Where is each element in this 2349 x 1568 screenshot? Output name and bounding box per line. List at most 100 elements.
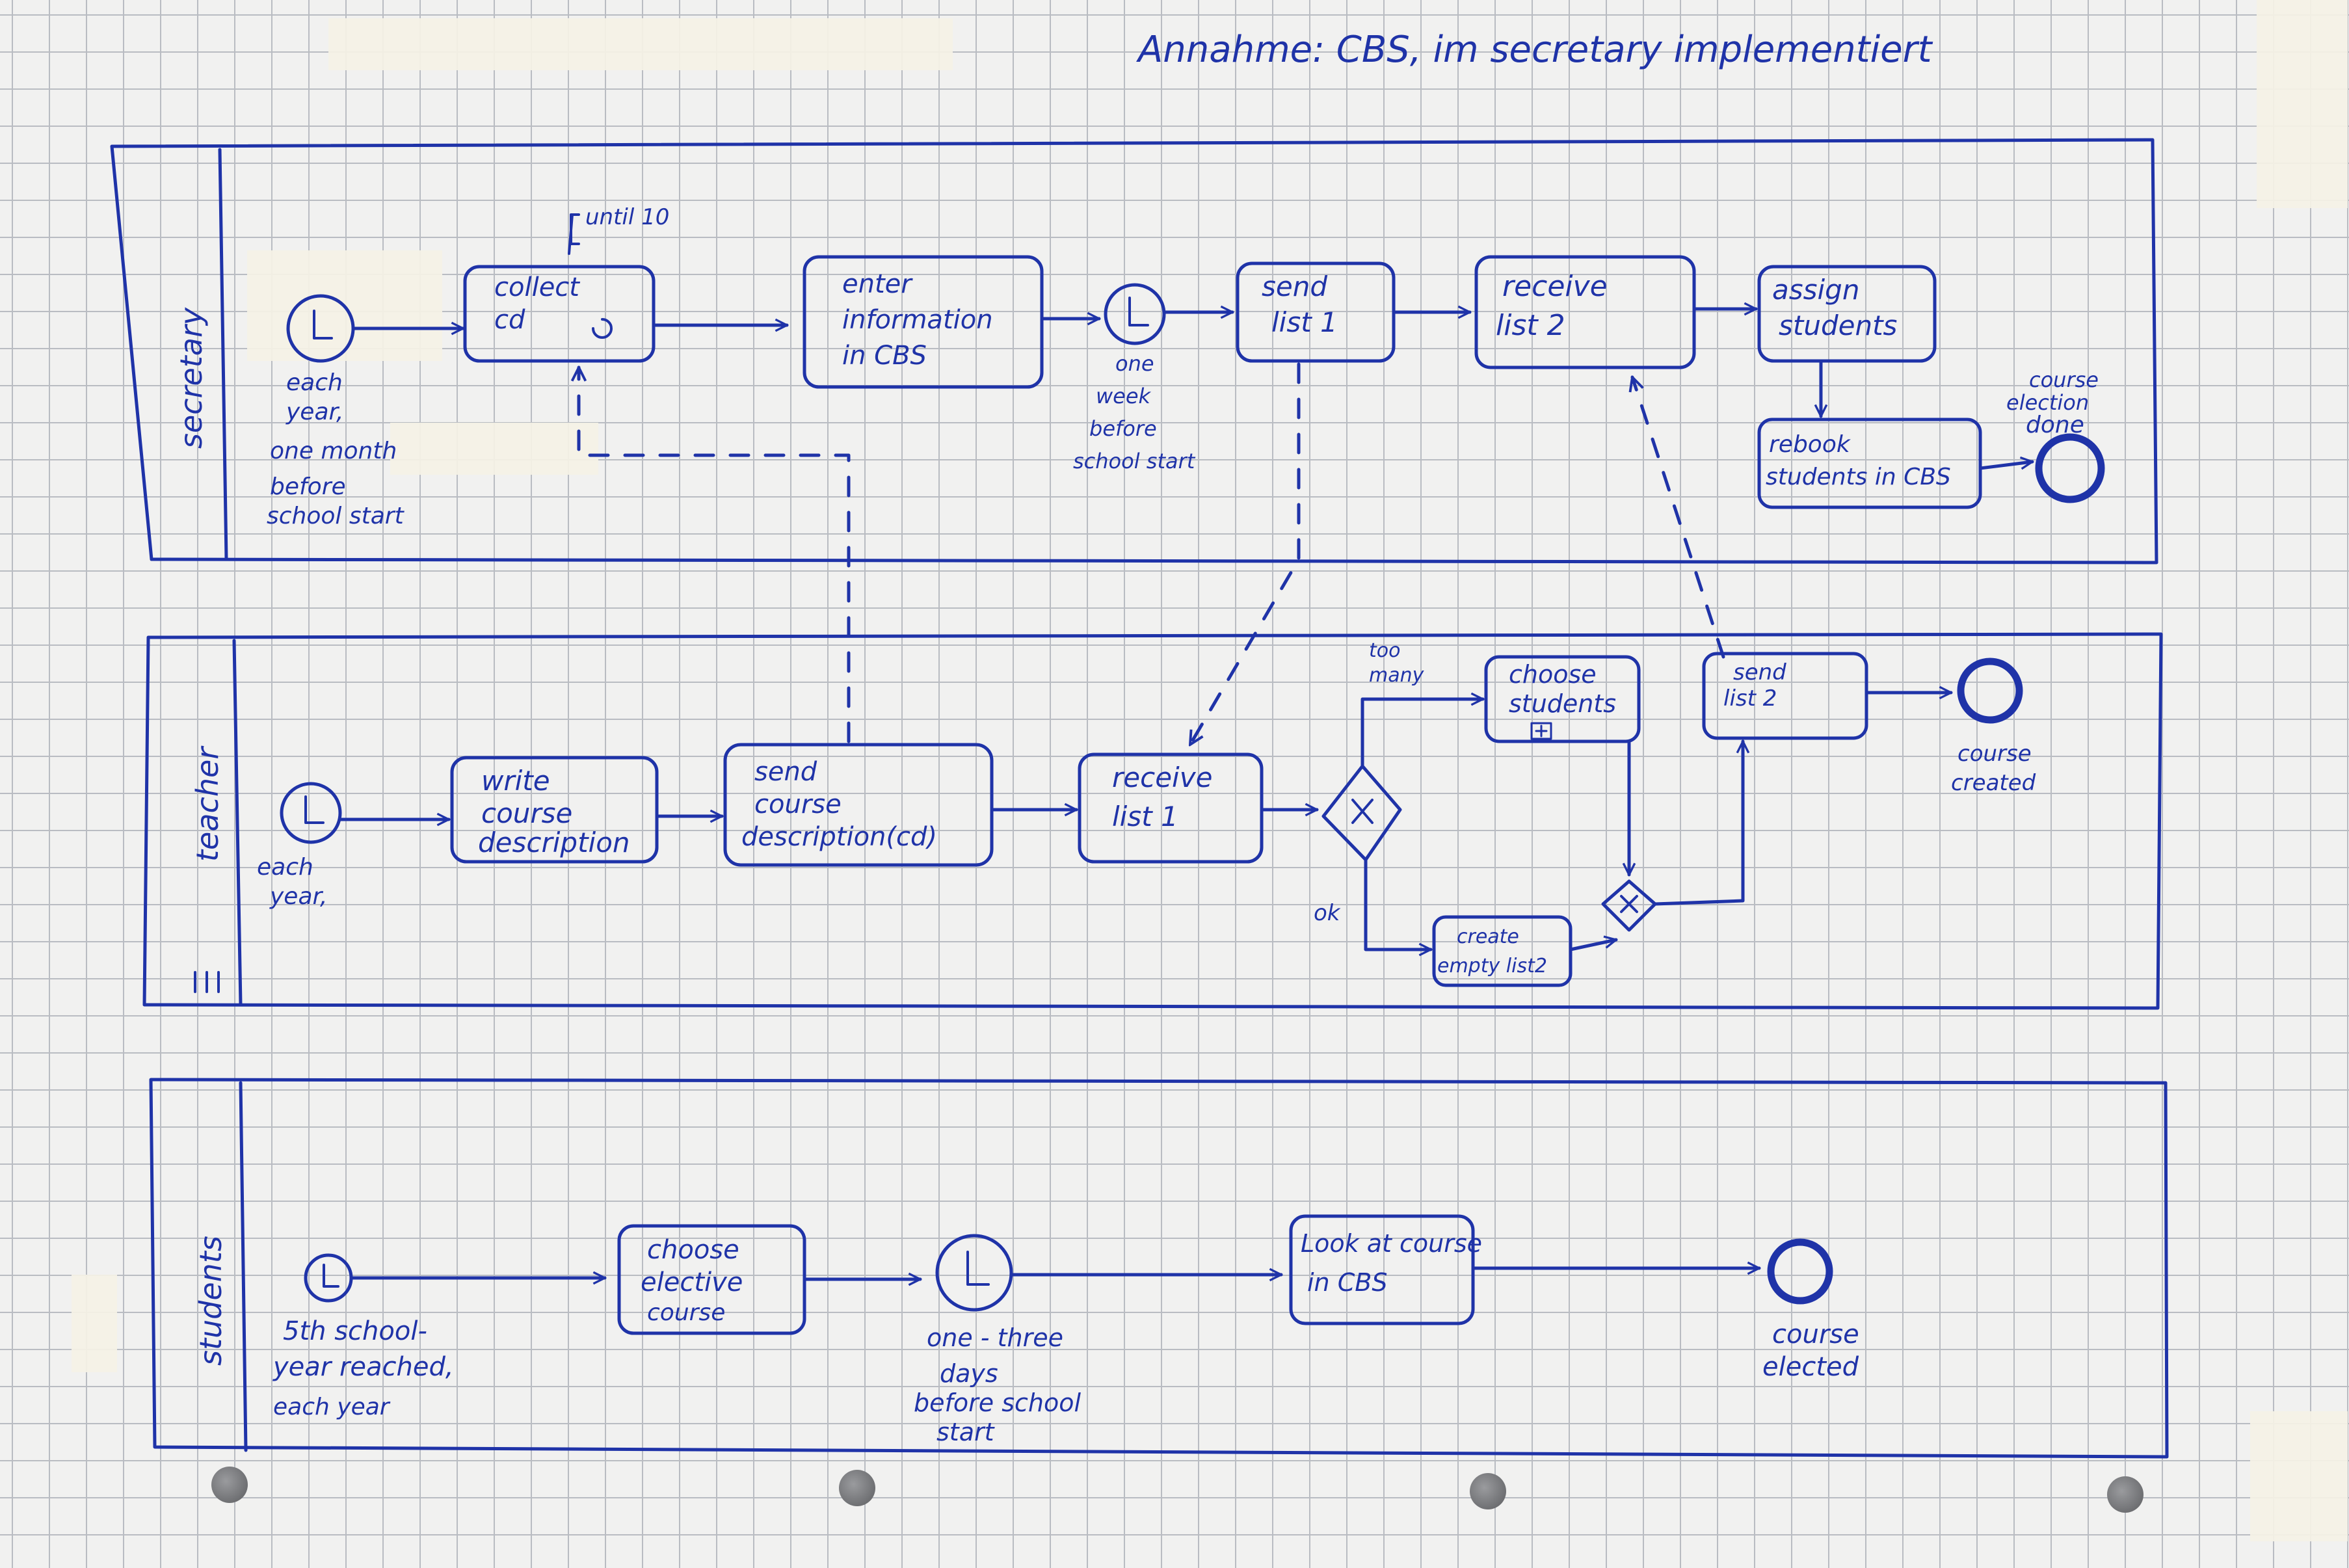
secretary-end-event[interactable]: [2035, 433, 2105, 503]
secretary-intermediate-timer-event[interactable]: [1104, 283, 1166, 345]
task-create-empty-list2[interactable]: create empty list2: [1432, 915, 1573, 987]
lane-label-teacher: teacher: [190, 745, 225, 862]
svg-text:year,: year,: [269, 883, 327, 910]
svg-text:5th school-: 5th school-: [283, 1316, 427, 1346]
svg-text:students in CBS: students in CBS: [1766, 464, 1951, 490]
svg-text:students: students: [1779, 310, 1897, 341]
exclusive-gateway-split[interactable]: [1321, 764, 1402, 862]
svg-text:each: each: [286, 369, 343, 396]
svg-text:until 10: until 10: [585, 204, 669, 230]
pool-secretary: [110, 138, 2158, 565]
flow-gateway-ok: [1364, 858, 1433, 950]
svg-text:assign: assign: [1772, 274, 1859, 306]
task-rebook-students-cbs[interactable]: rebook students in CBS: [1757, 418, 1982, 509]
task-enter-information-cbs[interactable]: enter information in CBS: [803, 255, 1044, 389]
subprocess-marker-icon: [1530, 722, 1552, 740]
task-choose-elective-course[interactable]: choose elective course: [617, 1224, 806, 1335]
svg-text:school start: school start: [1073, 449, 1196, 473]
svg-text:before: before: [1089, 416, 1157, 441]
teacher-end-label: course created: [1951, 741, 2036, 796]
teacher-start-timer-event[interactable]: [280, 782, 342, 844]
svg-text:cd: cd: [494, 305, 525, 335]
svg-text:course: course: [481, 797, 572, 829]
flow-rebook-to-end: [1978, 462, 2032, 470]
loop-marker-icon: [592, 318, 613, 339]
svg-text:receive: receive: [1502, 270, 1608, 303]
svg-text:course: course: [1958, 741, 2032, 767]
header-note: Annahme: CBS, im secretary implementiert: [1136, 29, 1933, 71]
svg-text:year reached,: year reached,: [272, 1352, 454, 1382]
tape-patch-students: [72, 1275, 117, 1372]
students-start-timer-event[interactable]: [304, 1253, 353, 1303]
svg-text:one - three: one - three: [927, 1323, 1063, 1352]
svg-text:course: course: [647, 1299, 725, 1326]
svg-text:rebook: rebook: [1769, 431, 1851, 458]
svg-text:week: week: [1096, 384, 1152, 408]
svg-text:choose: choose: [647, 1235, 739, 1265]
task-collect-cd[interactable]: collect cd: [463, 265, 656, 363]
lane-label-secretary: secretary: [174, 307, 209, 449]
punch-hole-1: [211, 1467, 248, 1503]
students-intermediate-timer-event[interactable]: [935, 1234, 1013, 1312]
secretary-start-label: each year, one month before school start: [267, 369, 405, 529]
svg-text:before school: before school: [914, 1389, 1081, 1417]
svg-text:in CBS: in CBS: [1307, 1268, 1387, 1297]
label-too-many-2: many: [1369, 664, 1425, 687]
svg-text:students: students: [1509, 689, 1616, 718]
pool-students: [149, 1078, 2169, 1459]
svg-text:create: create: [1457, 925, 1519, 948]
punch-hole-3: [1470, 1473, 1506, 1509]
svg-text:each year: each year: [273, 1394, 391, 1420]
flow-create-to-merge: [1569, 940, 1616, 951]
students-timer-label: one - three days before school start: [914, 1323, 1081, 1446]
svg-text:list 2: list 2: [1723, 685, 1777, 711]
students-start-label: 5th school- year reached, each year: [272, 1316, 454, 1420]
svg-text:one: one: [1115, 351, 1154, 376]
message-flow-list1-to-teacher: [1188, 362, 1301, 745]
svg-text:description: description: [478, 827, 630, 858]
task-receive-list1[interactable]: receive list 1: [1078, 752, 1264, 864]
tape-strip-top: [328, 18, 953, 70]
svg-text:course: course: [754, 790, 842, 819]
label-too-many: too: [1369, 639, 1400, 662]
tape-patch-annotation: [390, 423, 598, 475]
exclusive-gateway-merge[interactable]: [1601, 879, 1657, 932]
task-look-at-course-cbs[interactable]: Look at course in CBS: [1289, 1214, 1482, 1325]
students-end-event[interactable]: [1767, 1238, 1833, 1305]
svg-text:elective: elective: [641, 1268, 743, 1297]
task-assign-students[interactable]: assign students: [1757, 265, 1937, 363]
tape-patch-bottom-right: [2250, 1411, 2348, 1541]
svg-text:school start: school start: [267, 503, 405, 529]
task-choose-students[interactable]: choose students: [1484, 655, 1641, 743]
message-flow-cd-to-collect: [579, 367, 851, 743]
svg-text:list 1: list 1: [1271, 306, 1338, 338]
teacher-end-event[interactable]: [1957, 658, 2023, 724]
task-send-course-description[interactable]: send course description(cd): [723, 743, 994, 867]
svg-text:enter: enter: [842, 269, 913, 299]
svg-text:created: created: [1951, 770, 2036, 796]
svg-text:each: each: [257, 854, 313, 881]
svg-text:one month: one month: [270, 438, 397, 464]
svg-text:days: days: [940, 1359, 998, 1388]
annotation-until-10: until 10: [568, 204, 669, 255]
punch-hole-4: [2107, 1476, 2143, 1513]
svg-text:description(cd): description(cd): [741, 822, 937, 852]
svg-text:information: information: [842, 305, 993, 335]
svg-text:start: start: [936, 1418, 996, 1446]
svg-text:send: send: [754, 757, 817, 787]
task-send-list1[interactable]: send list 1: [1236, 261, 1396, 363]
svg-text:send: send: [1262, 271, 1327, 302]
task-send-list2[interactable]: send list 2: [1702, 652, 1868, 740]
tape-strip-right: [2257, 0, 2348, 208]
lane-label-students: students: [193, 1236, 228, 1366]
punch-hole-2: [839, 1470, 875, 1506]
task-receive-list2[interactable]: receive list 2: [1474, 255, 1696, 369]
svg-text:Look at course: Look at course: [1301, 1229, 1482, 1258]
task-write-course-description[interactable]: write course description: [450, 756, 659, 864]
svg-text:elected: elected: [1762, 1352, 1859, 1382]
students-end-label: course elected: [1762, 1320, 1859, 1382]
secretary-start-timer-event[interactable]: [286, 294, 355, 363]
svg-text:before: before: [270, 473, 346, 500]
flow-merge-to-send-list2: [1653, 739, 1743, 906]
svg-text:election: election: [2006, 390, 2089, 415]
